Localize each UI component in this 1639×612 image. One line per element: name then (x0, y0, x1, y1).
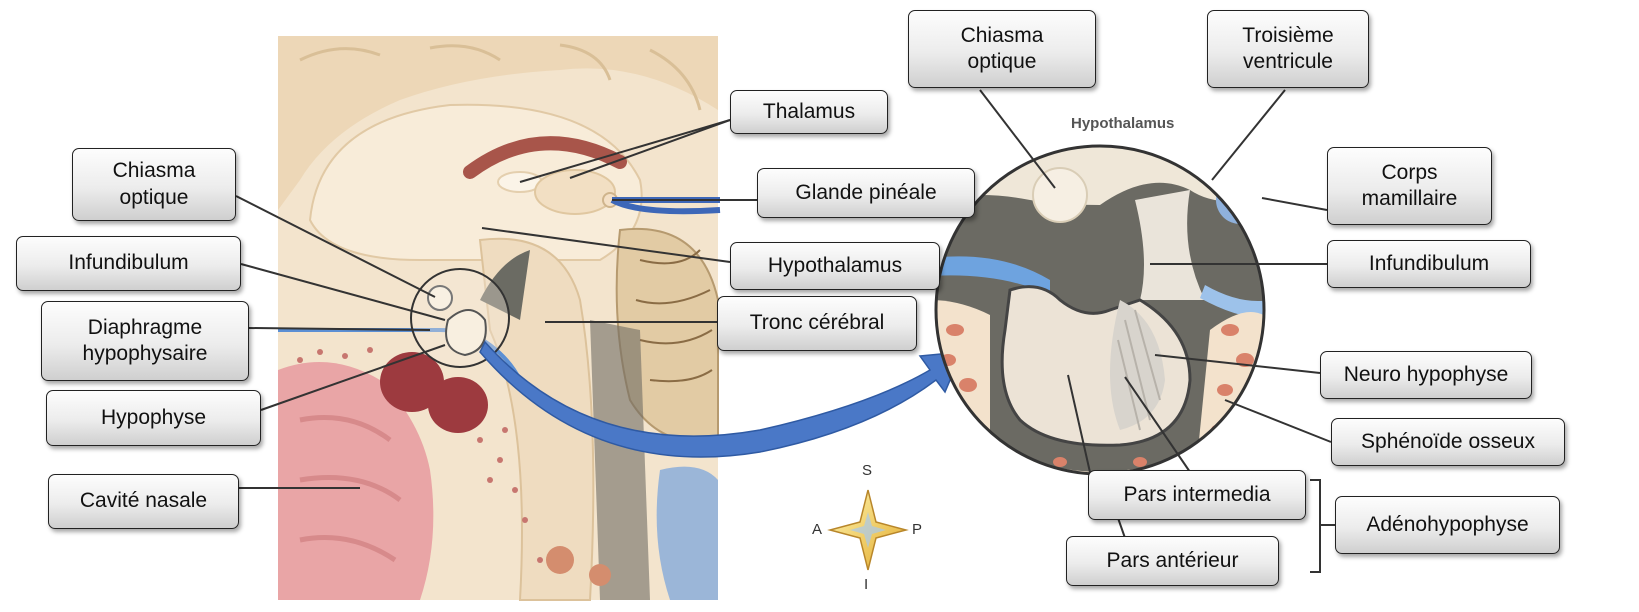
label-troisieme-ventricule: Troisième ventricule (1207, 10, 1369, 88)
orientation-anterior: A (812, 521, 822, 538)
pituitary-inset (930, 140, 1270, 480)
label-glande-pineale: Glande pinéale (757, 168, 975, 218)
label-infundibulum-right: Infundibulum (1327, 240, 1531, 288)
label-infundibulum-left: Infundibulum (16, 236, 241, 291)
inset-hypothalamus-text: Hypothalamus (1071, 115, 1174, 132)
label-pars-anterieur: Pars antérieur (1066, 536, 1279, 586)
label-thalamus: Thalamus (730, 90, 888, 134)
label-corps-mamillaire: Corps mamillaire (1327, 147, 1492, 225)
orientation-posterior: P (912, 521, 922, 538)
label-pars-intermedia: Pars intermedia (1088, 470, 1306, 520)
label-hypophyse: Hypophyse (46, 390, 261, 446)
orientation-inferior: I (864, 576, 868, 593)
label-adenohypophyse: Adénohypophyse (1335, 496, 1560, 554)
label-neuro-hypophyse: Neuro hypophyse (1320, 351, 1532, 399)
label-cavite-nasale: Cavité nasale (48, 474, 239, 529)
label-sphenoide-osseux: Sphénoïde osseux (1331, 418, 1565, 466)
orientation-compass (830, 490, 906, 570)
brain-sagittal-panel (278, 36, 720, 600)
label-diaphragme-hypophysaire: Diaphragme hypophysaire (41, 301, 249, 381)
label-chiasma-optique-left: Chiasma optique (72, 148, 236, 221)
label-chiasma-optique-right: Chiasma optique (908, 10, 1096, 88)
label-hypothalamus: Hypothalamus (730, 242, 940, 290)
label-tronc-cerebral: Tronc cérébral (717, 296, 917, 351)
orientation-superior: S (862, 462, 872, 479)
